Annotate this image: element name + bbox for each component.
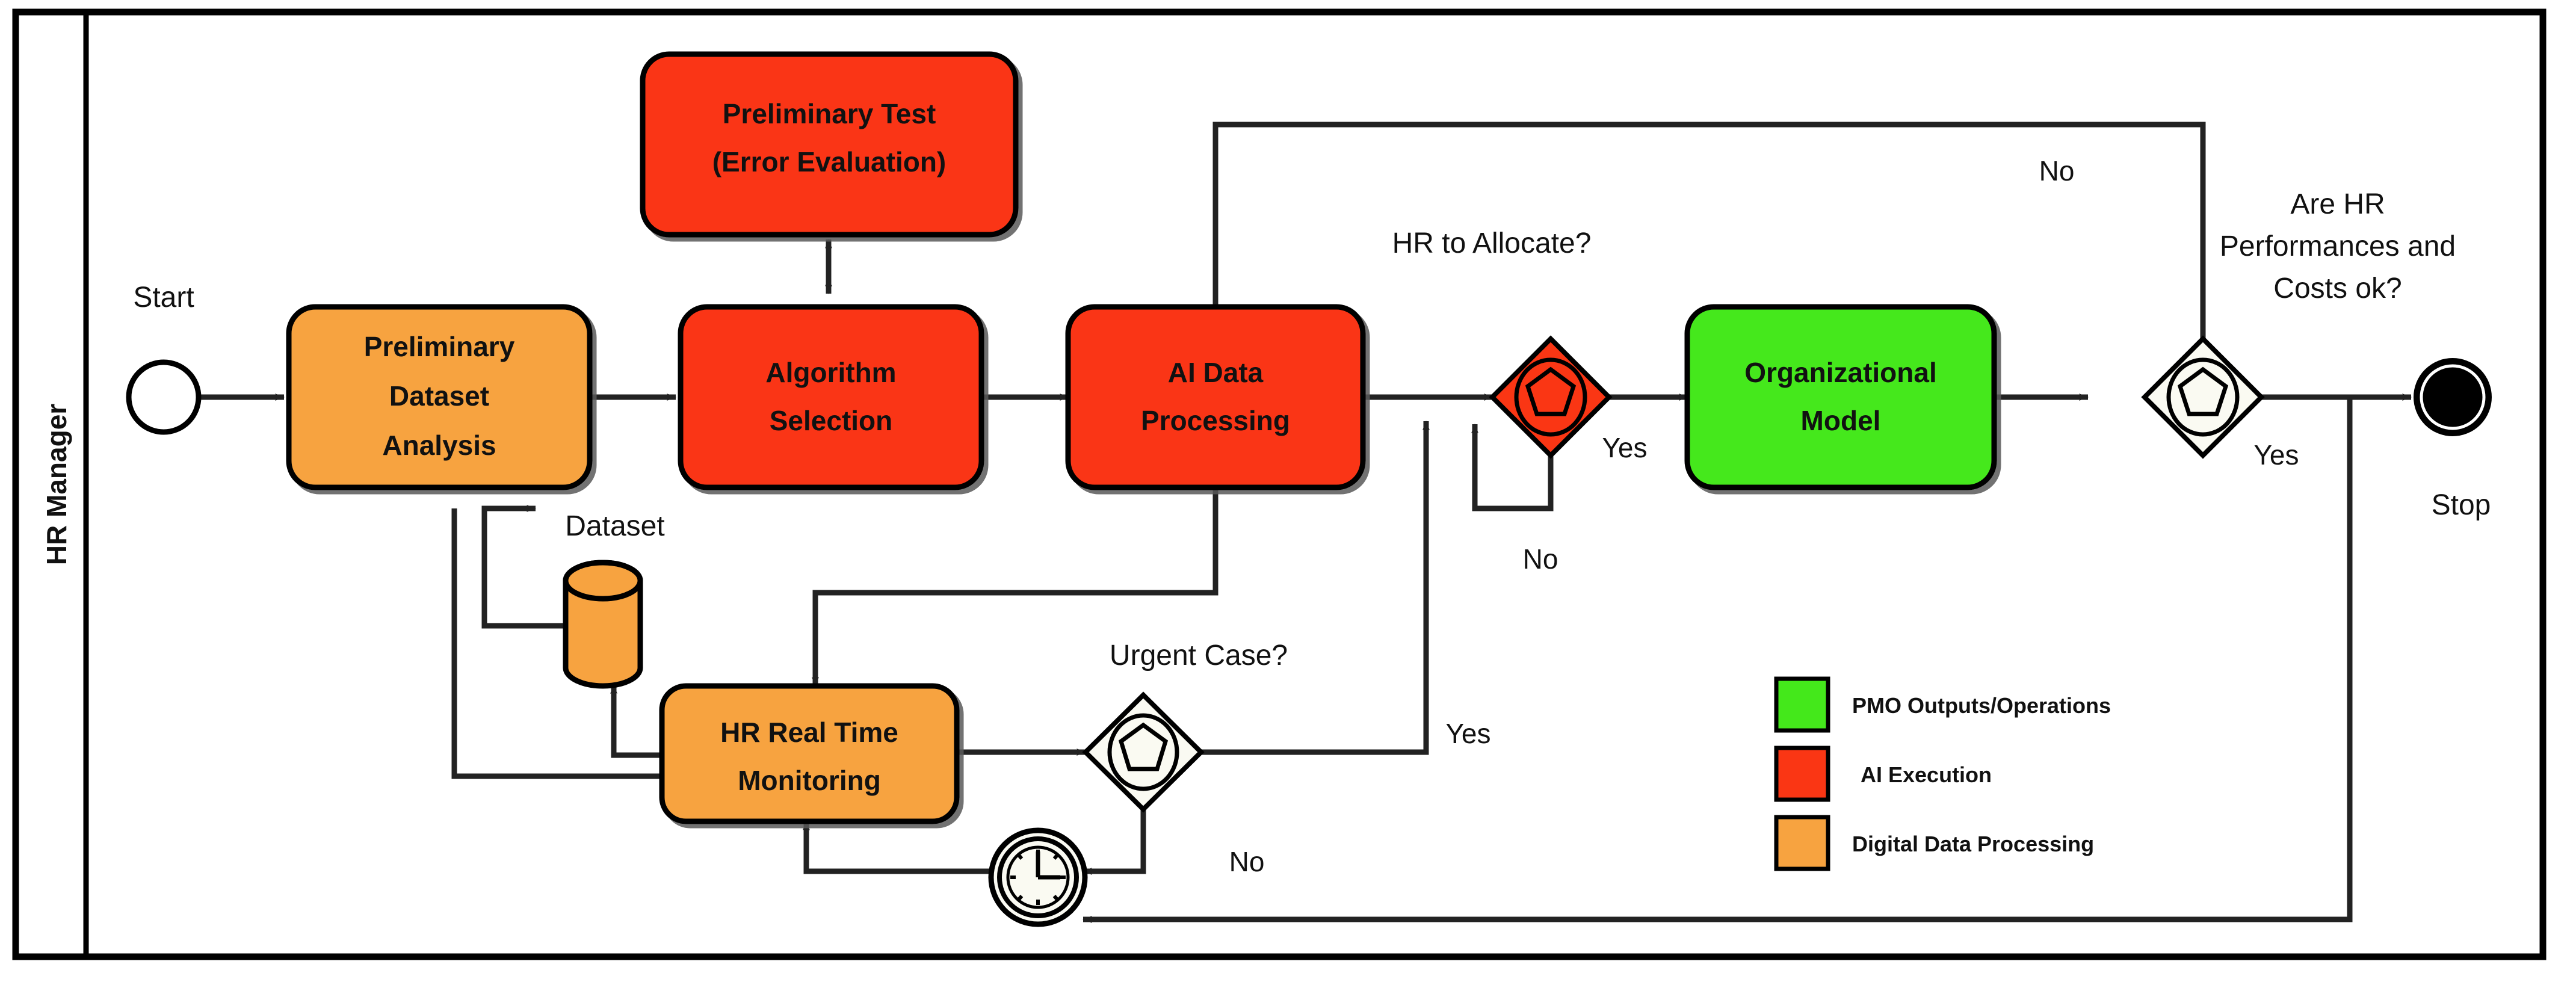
legend-item-0-label: PMO Outputs/Operations [1852, 693, 2111, 718]
edge-label-perf-yes: Yes [2253, 439, 2299, 471]
edge-label-alloc-yes: Yes [1602, 432, 1647, 463]
task-test-line1: Preliminary Test [723, 98, 936, 129]
flow-allocgateway-no-loop [1471, 424, 1554, 511]
legend-item-2-label: Digital Data Processing [1852, 832, 2094, 856]
legend-item-2: Digital Data Processing [1774, 815, 2094, 871]
flow-urgent-yes-to-allocgateway [1200, 421, 1430, 755]
task-aidata-line2: Processing [1141, 405, 1290, 436]
flow-urgent-no-to-timer [1083, 809, 1146, 875]
task-preliminary-test[interactable]: Preliminary Test (Error Evaluation) [640, 51, 1019, 238]
flow-datastore-to-analysis [481, 505, 566, 629]
data-store-dataset[interactable] [563, 560, 643, 689]
legend-item-1: AI Execution [1774, 746, 1992, 802]
flow-timer-to-monitoring [803, 821, 995, 874]
timer-intermediate-event[interactable] [988, 827, 1088, 927]
task-orgmodel-line2: Model [1801, 405, 1881, 436]
gateway-perf-label-line2: Performances and [2220, 230, 2456, 262]
task-algorithm-line1: Algorithm [765, 357, 896, 388]
end-event-label: Stop [2432, 489, 2491, 521]
task-hr-real-time-monitoring[interactable]: HR Real Time Monitoring [659, 683, 960, 824]
legend-item-1-label: AI Execution [1861, 762, 1992, 787]
edge-label-alloc-no: No [1523, 543, 1558, 575]
flow-stop-branch-to-timer [1083, 397, 2353, 923]
gateway-hr-to-allocate-label: HR to Allocate? [1392, 227, 1592, 259]
gateway-urgent-case-label: Urgent Case? [1110, 640, 1288, 672]
task-ai-data-processing[interactable]: AI Data Processing [1065, 304, 1366, 490]
task-analysis-line1: Preliminary [364, 331, 515, 362]
pool-lane-label: HR Manager [41, 404, 72, 565]
task-monitoring-line1: HR Real Time [720, 717, 898, 748]
flow-aidata-to-monitoring [812, 478, 1219, 687]
task-analysis-line3: Analysis [382, 430, 496, 461]
task-algorithm-selection[interactable]: Algorithm Selection [678, 304, 984, 490]
task-organizational-model[interactable]: Organizational Model [1684, 304, 1997, 490]
task-test-line2: (Error Evaluation) [712, 146, 947, 178]
task-analysis-line2: Dataset [389, 380, 489, 412]
edge-label-perf-no: No [2039, 155, 2075, 187]
flow-perfgateway-no-loop-to-aidata [1212, 122, 2206, 397]
gateway-urgent-case[interactable] [1082, 691, 1205, 813]
flow-longreturn-to-monitoring [451, 508, 693, 780]
start-event-label: Start [133, 282, 194, 313]
edge-label-urgent-yes: Yes [1445, 718, 1490, 749]
clock-icon [1006, 845, 1070, 909]
task-preliminary-dataset-analysis[interactable]: Preliminary Dataset Analysis [286, 304, 593, 490]
gateway-hr-performance-costs[interactable] [2141, 335, 2265, 459]
gateway-perf-label-line3: Costs ok? [2273, 273, 2401, 304]
task-orgmodel-line1: Organizational [1744, 357, 1936, 388]
task-monitoring-line2: Monitoring [738, 765, 881, 796]
legend-item-0: PMO Outputs/Operations [1774, 676, 2111, 733]
gateway-perf-label-line1: Are HR [2290, 188, 2385, 220]
task-algorithm-line2: Selection [770, 405, 893, 436]
data-store-label: Dataset [565, 510, 664, 542]
end-event[interactable] [2414, 358, 2492, 436]
sequence-flows [199, 122, 2412, 923]
gateway-hr-to-allocate[interactable] [1489, 335, 1613, 459]
pool-label-text: HR Manager [41, 404, 72, 565]
start-event[interactable] [126, 359, 202, 435]
legend: PMO Outputs/Operations AI Execution Digi… [1774, 676, 2111, 871]
edge-label-urgent-no: No [1229, 846, 1265, 877]
task-aidata-line1: AI Data [1168, 357, 1264, 388]
